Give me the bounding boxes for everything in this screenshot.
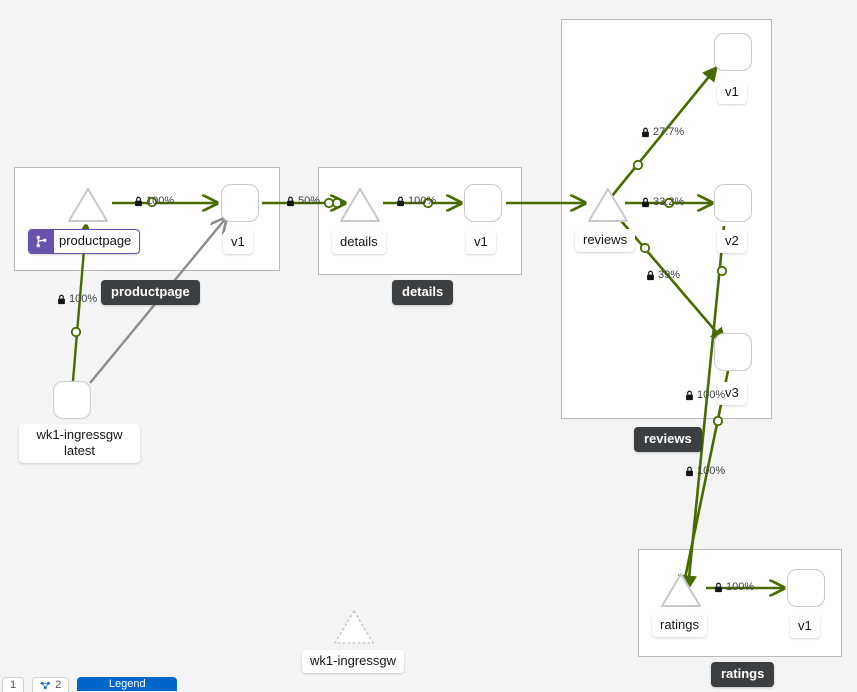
- lock-icon: [58, 294, 65, 304]
- edge-label-text: 100%: [697, 389, 726, 401]
- edge-label-reviews-v2-to-ratings: 100%: [685, 465, 725, 477]
- node-label-text: v1: [725, 84, 739, 99]
- node-label-line1: wk1-ingressgw: [36, 427, 123, 442]
- node-label-text: details: [340, 234, 378, 249]
- node-label-wk1-ingressgw: wk1-ingressgw latest: [19, 424, 140, 463]
- edge-label-ratings-to-v1: 100%: [714, 581, 754, 593]
- node-service-details[interactable]: [338, 186, 382, 224]
- edge-label-productpage-v1-to-details: 50%: [286, 195, 320, 207]
- node-label-text: reviews: [583, 232, 628, 247]
- edge-label-text: 100%: [146, 195, 175, 207]
- node-workload-ratings-v1[interactable]: [787, 569, 825, 607]
- toolbar-legend-button[interactable]: Legend: [77, 677, 178, 691]
- node-label-reviews-v2: v2: [717, 230, 747, 253]
- group-label-text: productpage: [111, 284, 190, 299]
- group-label-details: details: [392, 280, 454, 305]
- node-workload-reviews-v3[interactable]: [714, 333, 752, 371]
- node-workload-reviews-v2[interactable]: [714, 184, 752, 222]
- virtual-service-icon: [29, 230, 54, 253]
- node-wk1-ingressgw[interactable]: [53, 381, 91, 419]
- group-label-productpage: productpage: [101, 280, 200, 305]
- group-label-reviews: reviews: [634, 427, 702, 452]
- edge-label-text: 27.7%: [653, 126, 685, 138]
- lock-icon: [715, 582, 722, 592]
- node-label-ghost-wk1-ingressgw: wk1-ingressgw: [302, 650, 404, 673]
- group-label-text: ratings: [721, 666, 765, 681]
- node-label-ratings-v1: v1: [790, 615, 820, 638]
- edge-label-text: 39%: [658, 269, 681, 281]
- edge-label-text: 100%: [697, 465, 726, 477]
- lock-icon: [135, 196, 142, 206]
- lock-icon: [642, 197, 649, 207]
- node-service-productpage[interactable]: [66, 186, 110, 224]
- node-label-text: productpage: [59, 233, 132, 248]
- lock-icon: [686, 466, 693, 476]
- group-label-text: details: [402, 284, 444, 299]
- topology-icon: [40, 681, 50, 689]
- node-label-text: v1: [798, 618, 812, 633]
- node-label-productpage: productpage: [28, 229, 141, 254]
- edge-label-text: 100%: [726, 581, 755, 593]
- toolbar-chip-1[interactable]: 1: [2, 677, 25, 692]
- graph-toolbar-fragment[interactable]: 1 2 Legend: [0, 677, 178, 692]
- node-label-reviews: reviews: [575, 229, 636, 252]
- edge-label-text: 50%: [298, 195, 321, 207]
- node-workload-reviews-v1[interactable]: [714, 33, 752, 71]
- toolbar-legend-label: Legend: [108, 678, 146, 690]
- node-workload-details-v1[interactable]: [464, 184, 502, 222]
- lock-icon: [642, 127, 649, 137]
- node-label-ratings: ratings: [652, 614, 708, 637]
- toolbar-chip-2-label: 2: [55, 679, 62, 691]
- node-label-text: v3: [725, 385, 739, 400]
- edge-label-reviews-v3-to-ratings: 100%: [685, 389, 725, 401]
- node-workload-productpage-v1[interactable]: [221, 184, 259, 222]
- edge-label-details-to-v1: 100%: [396, 195, 436, 207]
- node-label-text: v2: [725, 233, 739, 248]
- edge-label-reviews-to-v3: 39%: [646, 269, 680, 281]
- node-label-text: ratings: [660, 617, 700, 632]
- node-ghost-wk1-ingressgw[interactable]: [332, 608, 376, 646]
- node-label-details-v1: v1: [466, 231, 496, 254]
- edge-label-ingressgw-to-productpage: 100%: [57, 293, 97, 305]
- node-label-reviews-v3: v3: [717, 382, 747, 405]
- node-label-text: v1: [474, 234, 488, 249]
- lock-icon: [397, 196, 404, 206]
- group-label-text: reviews: [644, 431, 692, 446]
- edge-label-text: 100%: [408, 195, 437, 207]
- toolbar-chip-1-label: 1: [10, 679, 17, 691]
- node-label-reviews-v1: v1: [717, 81, 747, 104]
- edge-label-text: 100%: [69, 293, 98, 305]
- lock-icon: [686, 390, 693, 400]
- group-label-ratings: ratings: [711, 662, 775, 687]
- edge-label-productpage-to-v1: 100%: [134, 195, 174, 207]
- node-label-details: details: [332, 231, 386, 254]
- node-label-productpage-v1: v1: [223, 231, 253, 254]
- edge-label-reviews-to-v1: 27.7%: [641, 126, 684, 138]
- node-label-text: wk1-ingressgw: [310, 653, 396, 668]
- lock-icon: [647, 270, 654, 280]
- edge-label-reviews-to-v2: 33.2%: [641, 196, 684, 208]
- edge-label-text: 33.2%: [653, 196, 685, 208]
- toolbar-chip-2[interactable]: 2: [32, 677, 70, 692]
- lock-icon: [287, 196, 294, 206]
- node-service-reviews[interactable]: [586, 186, 630, 224]
- node-service-ratings[interactable]: [659, 571, 703, 609]
- node-label-text: v1: [231, 234, 245, 249]
- node-label-line2: latest: [63, 443, 96, 458]
